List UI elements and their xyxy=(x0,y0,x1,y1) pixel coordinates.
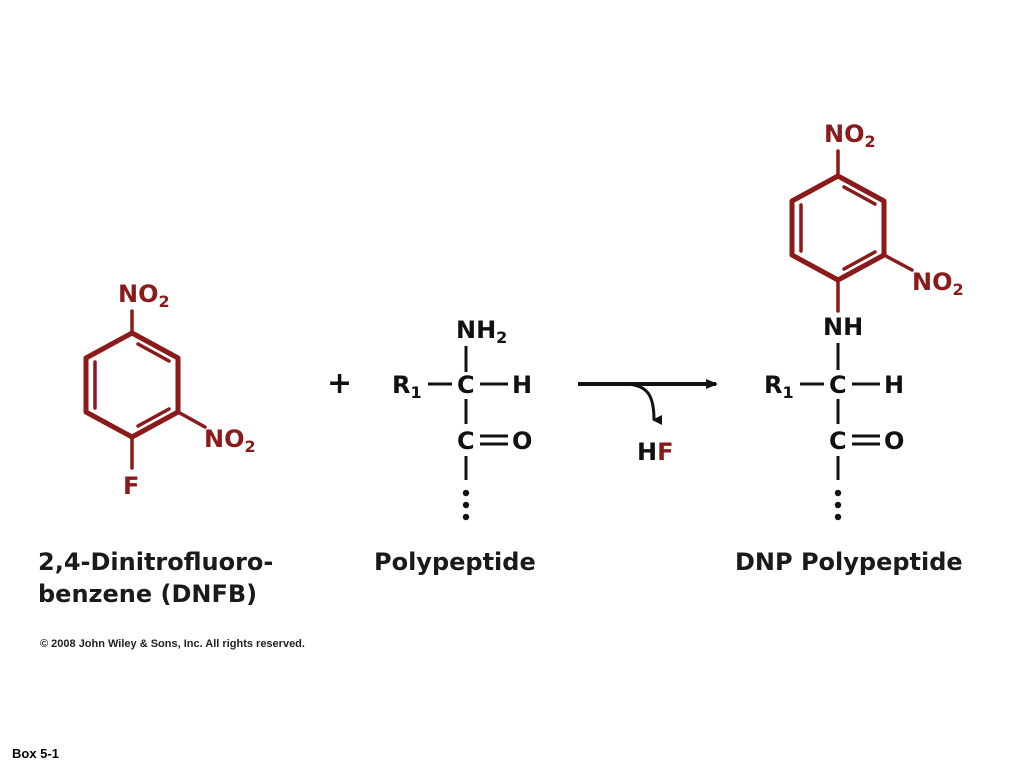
box-label: Box 5-1 xyxy=(12,746,59,761)
product-carbonyl-oxygen: O xyxy=(884,427,904,455)
product-benzene-ring xyxy=(789,173,887,283)
polypeptide-hydrogen: H xyxy=(512,371,532,399)
product-carbonyl-carbon: C xyxy=(829,427,847,455)
dnfb-right-no2: NO2 xyxy=(204,425,256,456)
polypeptide-r-group: R1 xyxy=(392,371,422,402)
dnfb-caption: 2,4-Dinitrofluoro- benzene (DNFB) xyxy=(38,546,273,610)
dnfb-double-bond-1 xyxy=(136,342,171,363)
chain-dot-1 xyxy=(462,489,470,497)
polypeptide-caption: Polypeptide xyxy=(374,548,536,576)
dnfb-right-bond xyxy=(176,410,207,429)
dnfb-fluorine: F xyxy=(123,472,139,500)
product-chain-dot-2 xyxy=(834,501,842,509)
product-alpha-carbon: C xyxy=(829,371,847,399)
byproduct-hf: HF xyxy=(637,438,674,466)
product-right-no2: NO2 xyxy=(912,268,964,299)
chain-dot-3 xyxy=(462,513,470,521)
dnfb-double-bond-3 xyxy=(136,407,171,428)
reaction-arrow: HF xyxy=(578,379,718,466)
dnfb-molecule: NO2 NO2 F xyxy=(83,280,256,500)
polypeptide-molecule: NH2 R1 C H C O xyxy=(392,316,532,521)
dnfb-caption-line2: benzene (DNFB) xyxy=(38,580,258,608)
polypeptide-amine: NH2 xyxy=(456,316,507,347)
polypeptide-carbonyl-carbon: C xyxy=(457,427,475,455)
dnp-polypeptide-molecule: NO2 NO2 NH R1 C H C O xyxy=(764,120,964,521)
chain-dot-2 xyxy=(462,501,470,509)
polypeptide-alpha-carbon: C xyxy=(457,371,475,399)
copyright-notice: © 2008 John Wiley & Sons, Inc. All right… xyxy=(40,638,305,650)
product-r-group: R1 xyxy=(764,371,794,402)
dnfb-benzene-ring xyxy=(83,330,181,440)
byproduct-curved-arrow xyxy=(623,382,663,425)
dnfb-top-no2: NO2 xyxy=(118,280,170,311)
product-double-bond-1 xyxy=(842,185,877,206)
polypeptide-carbonyl-oxygen: O xyxy=(512,427,532,455)
product-chain-dot-1 xyxy=(834,489,842,497)
product-double-bond-3 xyxy=(842,250,877,271)
product-right-bond xyxy=(882,253,914,272)
dnfb-caption-line1: 2,4-Dinitrofluoro- xyxy=(38,548,274,576)
dnp-polypeptide-caption: DNP Polypeptide xyxy=(735,548,963,576)
product-chain-dot-3 xyxy=(834,513,842,521)
product-nh-linker: NH xyxy=(823,313,863,341)
product-hydrogen: H xyxy=(884,371,904,399)
product-top-no2: NO2 xyxy=(824,120,876,151)
plus-sign: + xyxy=(327,366,352,401)
